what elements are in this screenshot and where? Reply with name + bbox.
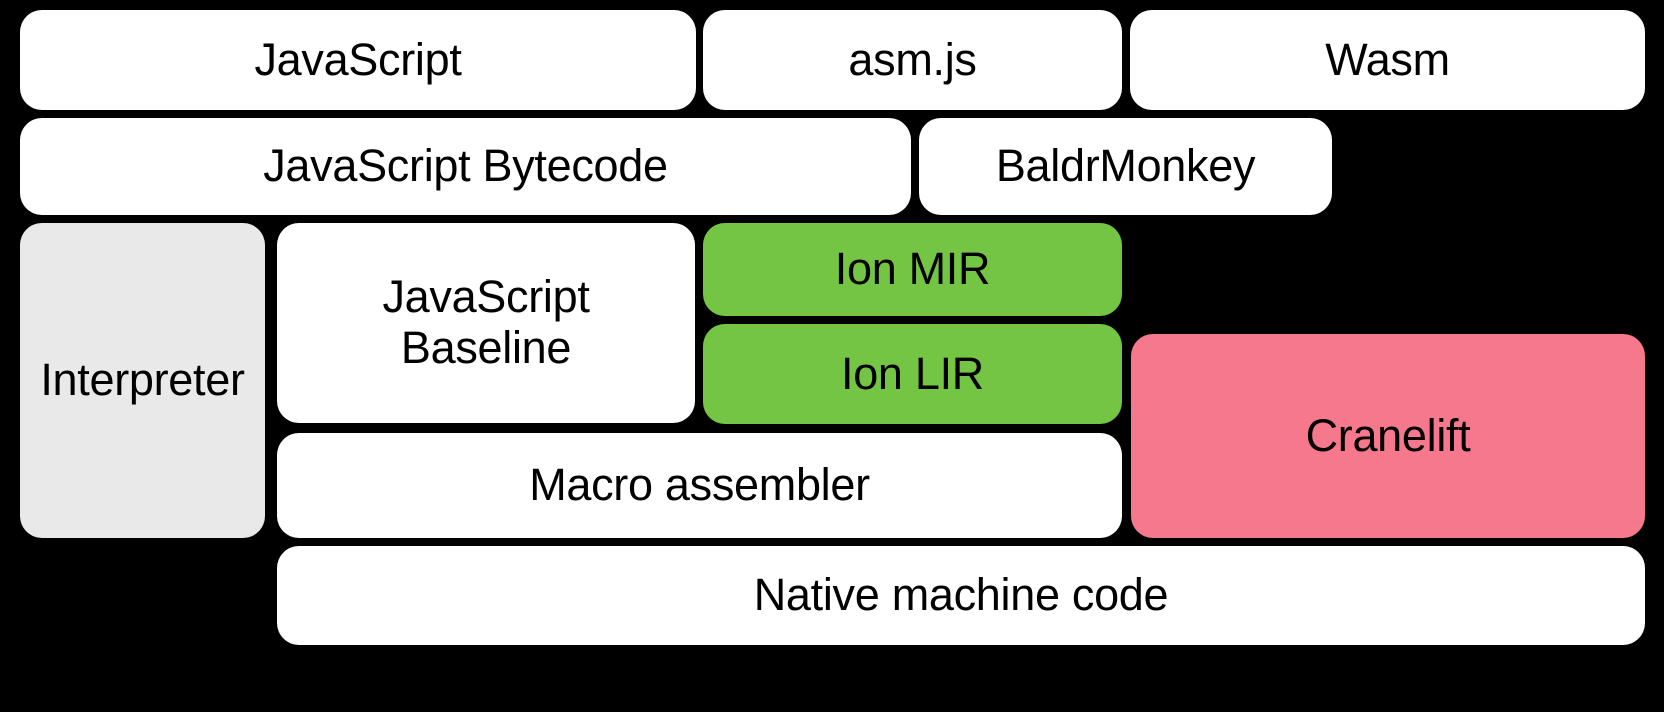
node-javascript: JavaScript — [20, 10, 696, 110]
node-asm-js: asm.js — [703, 10, 1122, 110]
node-cranelift: Cranelift — [1131, 334, 1645, 538]
node-interpreter: Interpreter — [20, 223, 265, 538]
node-wasm: Wasm — [1130, 10, 1645, 110]
node-macro-assembler: Macro assembler — [277, 433, 1122, 538]
node-javascript-baseline: JavaScript Baseline — [277, 223, 695, 423]
node-javascript-bytecode: JavaScript Bytecode — [20, 118, 911, 215]
node-native-machine-code: Native machine code — [277, 546, 1645, 645]
node-ion-lir: Ion LIR — [703, 324, 1122, 424]
node-baldrmonkey: BaldrMonkey — [919, 118, 1332, 215]
node-ion-mir: Ion MIR — [703, 223, 1122, 316]
